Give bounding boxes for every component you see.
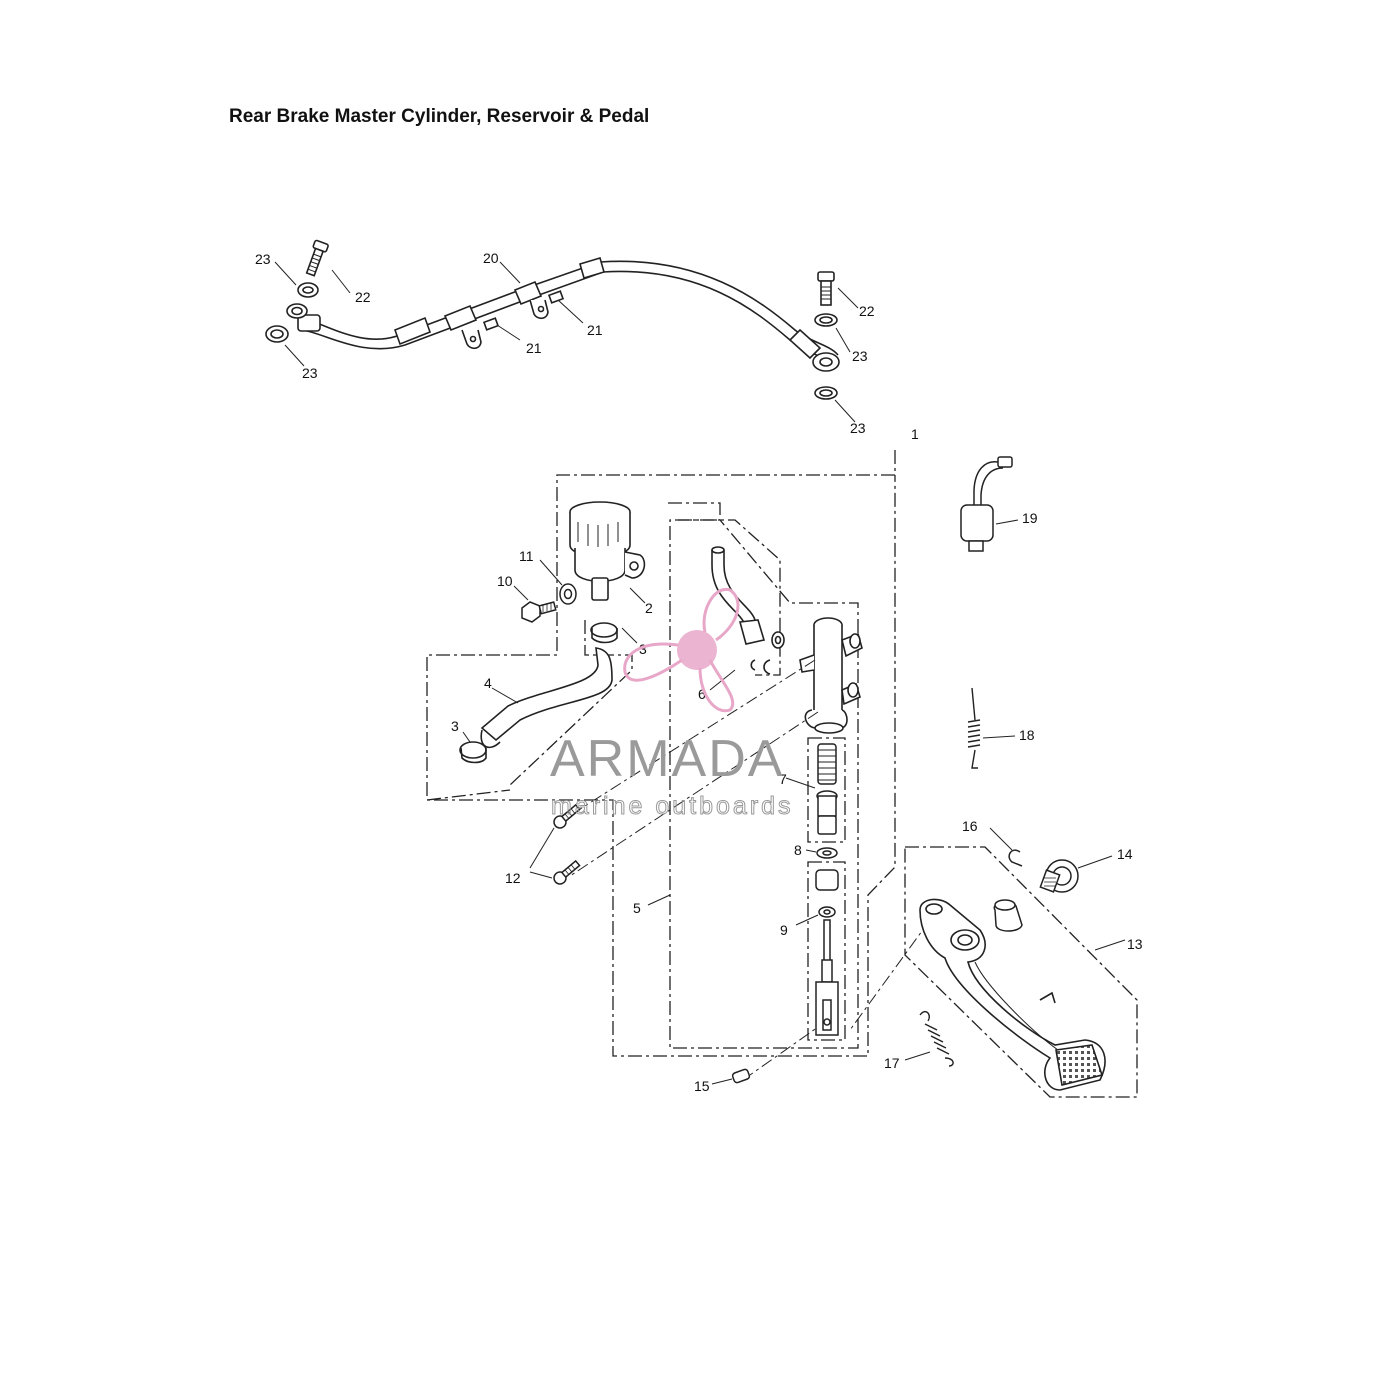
cup-seal bbox=[816, 847, 838, 859]
callout-23-bottom-left: 23 bbox=[302, 365, 318, 381]
callout-1: 1 bbox=[911, 426, 919, 442]
armada-watermark: ARMADA marine outboards bbox=[550, 587, 794, 821]
callout-3-lower: 3 bbox=[451, 718, 459, 734]
callout-8: 8 bbox=[794, 842, 802, 858]
callout-23-top-left: 23 bbox=[255, 251, 271, 267]
group-outline-5 bbox=[668, 502, 859, 1049]
callout-21-right: 21 bbox=[587, 322, 603, 338]
callout-22-right: 22 bbox=[859, 303, 875, 319]
callout-5: 5 bbox=[633, 900, 641, 916]
callout-18: 18 bbox=[1019, 727, 1035, 743]
clevis-pin bbox=[731, 1068, 751, 1084]
callout-20: 20 bbox=[483, 250, 499, 266]
callout-19: 19 bbox=[1022, 510, 1038, 526]
callout-9: 9 bbox=[780, 922, 788, 938]
brake-fluid-reservoir bbox=[569, 501, 646, 601]
callout-16: 16 bbox=[962, 818, 978, 834]
propeller-logo bbox=[623, 587, 740, 713]
push-rod-assembly bbox=[815, 869, 839, 1036]
diagram-title: Rear Brake Master Cylinder, Reservoir & … bbox=[229, 106, 650, 127]
master-cylinder-body bbox=[799, 617, 863, 734]
reservoir-hose bbox=[459, 622, 618, 764]
callout-labels: 1 2 3 3 4 5 6 7 8 9 10 11 12 13 14 15 16… bbox=[255, 250, 1143, 1094]
group-outline-7 bbox=[807, 737, 846, 843]
group-outline-13 bbox=[904, 846, 1138, 1098]
watermark-tagline: marine outboards bbox=[551, 792, 794, 820]
callout-13: 13 bbox=[1127, 936, 1143, 952]
callout-12: 12 bbox=[505, 870, 521, 886]
callout-10: 10 bbox=[497, 573, 513, 589]
brake-light-switch bbox=[960, 456, 1013, 552]
mounting-screws bbox=[553, 803, 581, 885]
callout-22-left: 22 bbox=[355, 289, 371, 305]
callout-7: 7 bbox=[779, 771, 787, 787]
watermark-brand: ARMADA bbox=[550, 730, 784, 788]
callout-23-right-upper: 23 bbox=[852, 348, 868, 364]
group-outline-9 bbox=[807, 861, 846, 1041]
callout-17: 17 bbox=[884, 1055, 900, 1071]
callout-6: 6 bbox=[698, 686, 706, 702]
union-pipe bbox=[711, 546, 785, 675]
callout-14: 14 bbox=[1117, 846, 1133, 862]
piston-spring-kit bbox=[816, 743, 838, 835]
brake-hose-assembly bbox=[265, 239, 859, 423]
callout-3-upper: 3 bbox=[639, 641, 647, 657]
callout-15: 15 bbox=[694, 1078, 710, 1094]
callout-4: 4 bbox=[484, 675, 492, 691]
return-spring-lower bbox=[919, 1011, 954, 1067]
callout-2: 2 bbox=[645, 600, 653, 616]
return-spring-upper bbox=[967, 687, 981, 769]
group-outline-2 bbox=[426, 789, 511, 801]
group-outline-6 bbox=[678, 519, 781, 676]
callout-21-left: 21 bbox=[526, 340, 542, 356]
group-outline-1 bbox=[426, 450, 896, 1057]
pedal-pivot-parts bbox=[993, 849, 1079, 932]
callout-11: 11 bbox=[519, 548, 534, 564]
brake-pedal bbox=[919, 898, 1106, 1091]
callout-23-right-lower: 23 bbox=[850, 420, 866, 436]
mounting-bolt-and-washer bbox=[521, 583, 577, 623]
